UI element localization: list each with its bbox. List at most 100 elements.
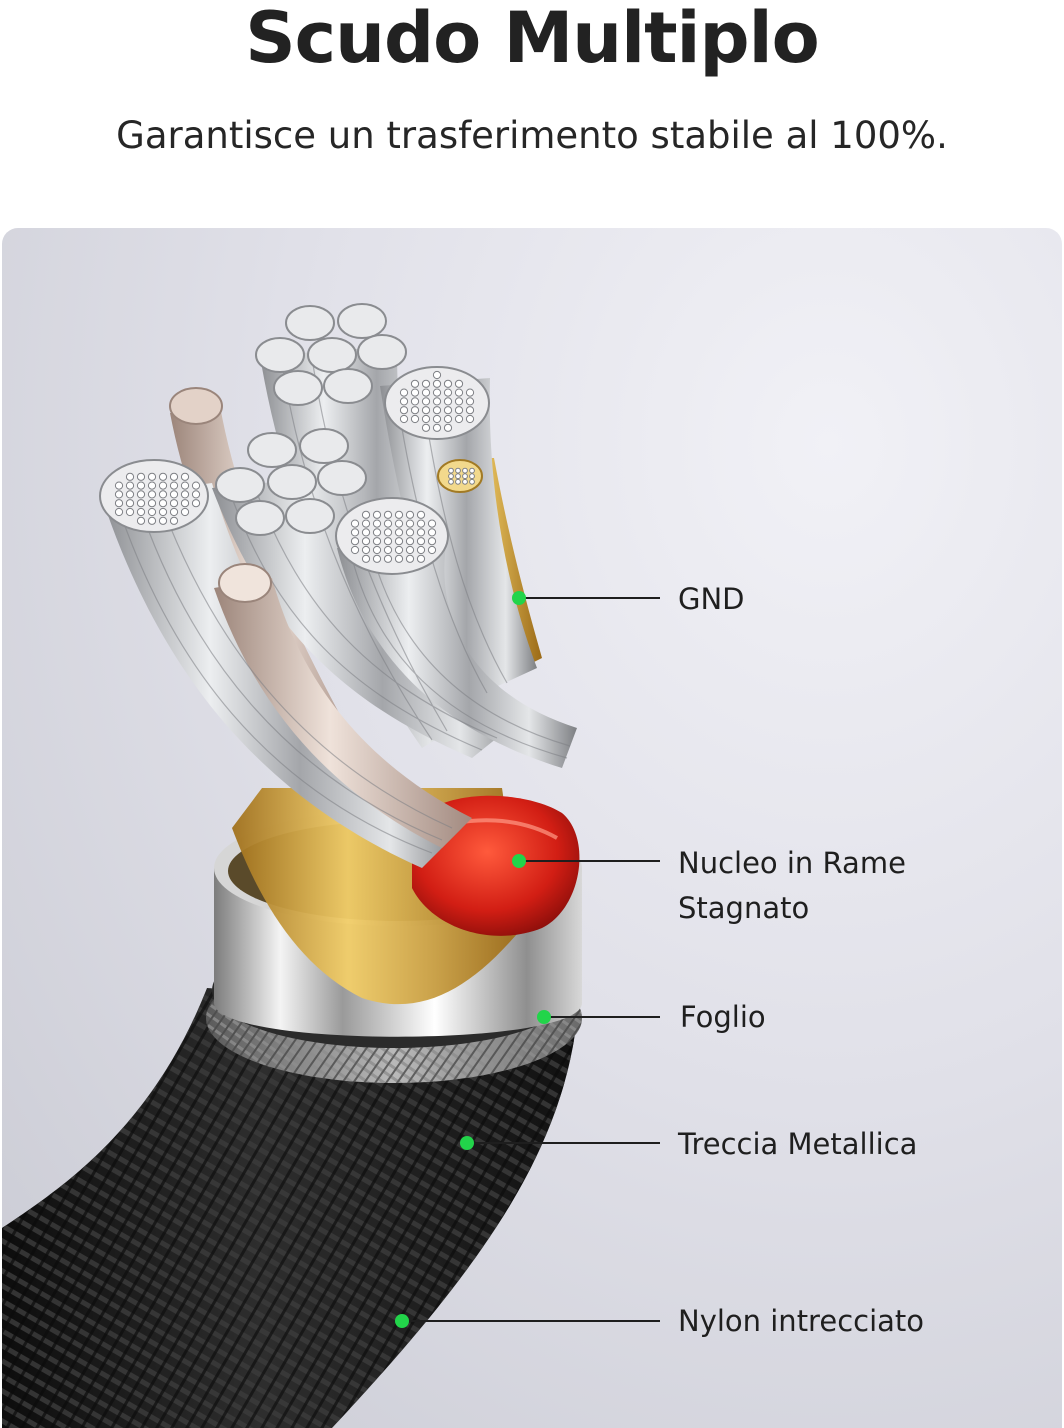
strand-dot bbox=[158, 516, 168, 525]
strand-dot bbox=[416, 510, 426, 519]
strand-dot bbox=[394, 545, 404, 555]
strand-dot bbox=[421, 397, 431, 406]
strand-dot bbox=[421, 423, 431, 432]
strand-dot bbox=[410, 388, 420, 397]
strand-dot bbox=[372, 537, 382, 546]
strand-dot bbox=[180, 481, 190, 490]
strand-dot bbox=[350, 537, 360, 546]
strand-dot bbox=[462, 473, 468, 480]
strand-dot bbox=[361, 545, 371, 555]
strand-dot bbox=[372, 510, 382, 519]
conductor-end-caps bbox=[99, 303, 490, 603]
strand-dot bbox=[410, 397, 420, 406]
braid-marker bbox=[460, 1136, 474, 1150]
strand-dot bbox=[180, 490, 190, 499]
strand-dot bbox=[427, 519, 437, 528]
strand-dot bbox=[136, 516, 146, 525]
strand-dot bbox=[399, 397, 409, 406]
strand-dot bbox=[169, 499, 179, 508]
strand-dot bbox=[432, 423, 442, 432]
strand-dot bbox=[443, 414, 453, 424]
strand-dot bbox=[158, 472, 168, 481]
strand-dot bbox=[191, 481, 201, 490]
strand-dot bbox=[405, 554, 415, 563]
strand-dot bbox=[394, 510, 404, 519]
label-gnd: GND bbox=[678, 582, 745, 616]
strand-dot bbox=[410, 414, 420, 424]
strand-dot bbox=[454, 379, 464, 388]
strand-dot bbox=[421, 406, 431, 415]
nylon-marker bbox=[395, 1314, 409, 1328]
strand-dot bbox=[147, 516, 157, 525]
cable-cross-section-illustration bbox=[2, 303, 660, 1428]
strand-dot bbox=[405, 545, 415, 555]
strand-dot bbox=[158, 490, 168, 499]
strand-dot bbox=[443, 423, 453, 432]
strand-dot bbox=[462, 478, 468, 485]
strand-dot bbox=[427, 545, 437, 555]
strand-dot bbox=[427, 528, 437, 537]
strand-dot bbox=[125, 507, 135, 517]
strand-dot bbox=[416, 545, 426, 555]
strand-dot bbox=[361, 537, 371, 546]
callout-leaders bbox=[402, 597, 660, 1322]
strand-dot bbox=[136, 472, 146, 481]
strand-dot bbox=[191, 499, 201, 508]
strand-dot bbox=[432, 414, 442, 424]
strand-dot bbox=[147, 499, 157, 508]
strand-dot bbox=[169, 490, 179, 499]
strand-dot bbox=[443, 397, 453, 406]
strand-dot bbox=[350, 528, 360, 537]
strand-dot bbox=[114, 499, 124, 508]
strand-dot bbox=[443, 388, 453, 397]
page-title: Scudo Multiplo bbox=[245, 0, 819, 79]
strand-dot bbox=[180, 499, 190, 508]
strand-dot bbox=[169, 507, 179, 517]
strand-dot bbox=[383, 545, 393, 555]
strand-dot bbox=[455, 467, 461, 474]
strand-dot bbox=[416, 537, 426, 546]
strand-dot bbox=[125, 481, 135, 490]
strand-dot bbox=[469, 478, 475, 485]
strand-dot bbox=[383, 519, 393, 528]
strand-dot bbox=[454, 414, 464, 424]
strand-dot bbox=[432, 379, 442, 388]
label-core-line1: Nucleo in Rame bbox=[678, 846, 906, 880]
strand-dot bbox=[421, 388, 431, 397]
strand-dot bbox=[383, 510, 393, 519]
strand-dot bbox=[443, 379, 453, 388]
strand-dot bbox=[405, 528, 415, 537]
strand-dot bbox=[114, 481, 124, 490]
strand-dot bbox=[394, 537, 404, 546]
strand-dot bbox=[469, 473, 475, 480]
strand-dot bbox=[125, 472, 135, 481]
strand-dot bbox=[169, 516, 179, 525]
strand-dot bbox=[421, 414, 431, 424]
strand-dot bbox=[125, 499, 135, 508]
strand-dot bbox=[405, 510, 415, 519]
strand-dot bbox=[448, 478, 454, 485]
strand-dot bbox=[405, 537, 415, 546]
strand-dot bbox=[136, 481, 146, 490]
strand-dot bbox=[448, 473, 454, 480]
strand-dot bbox=[158, 499, 168, 508]
strand-dot bbox=[455, 473, 461, 480]
strand-dot bbox=[169, 481, 179, 490]
core-marker bbox=[512, 854, 526, 868]
strand-dot bbox=[432, 370, 442, 380]
strand-dot bbox=[383, 528, 393, 537]
strand-dot bbox=[416, 528, 426, 537]
strand-dot bbox=[465, 388, 475, 397]
wire-bundles bbox=[102, 346, 577, 868]
strand-dot bbox=[372, 545, 382, 555]
foil-marker bbox=[537, 1010, 551, 1024]
label-braid: Treccia Metallica bbox=[678, 1127, 918, 1161]
cable-diagram-panel: GND Nucleo in Rame Stagnato Foglio Trecc… bbox=[2, 228, 1062, 1428]
strand-dot bbox=[136, 499, 146, 508]
strand-dot bbox=[455, 478, 461, 485]
strand-dot bbox=[147, 490, 157, 499]
strand-dot bbox=[394, 554, 404, 563]
strand-dot bbox=[147, 507, 157, 517]
strand-dot bbox=[350, 519, 360, 528]
strand-dot bbox=[361, 519, 371, 528]
